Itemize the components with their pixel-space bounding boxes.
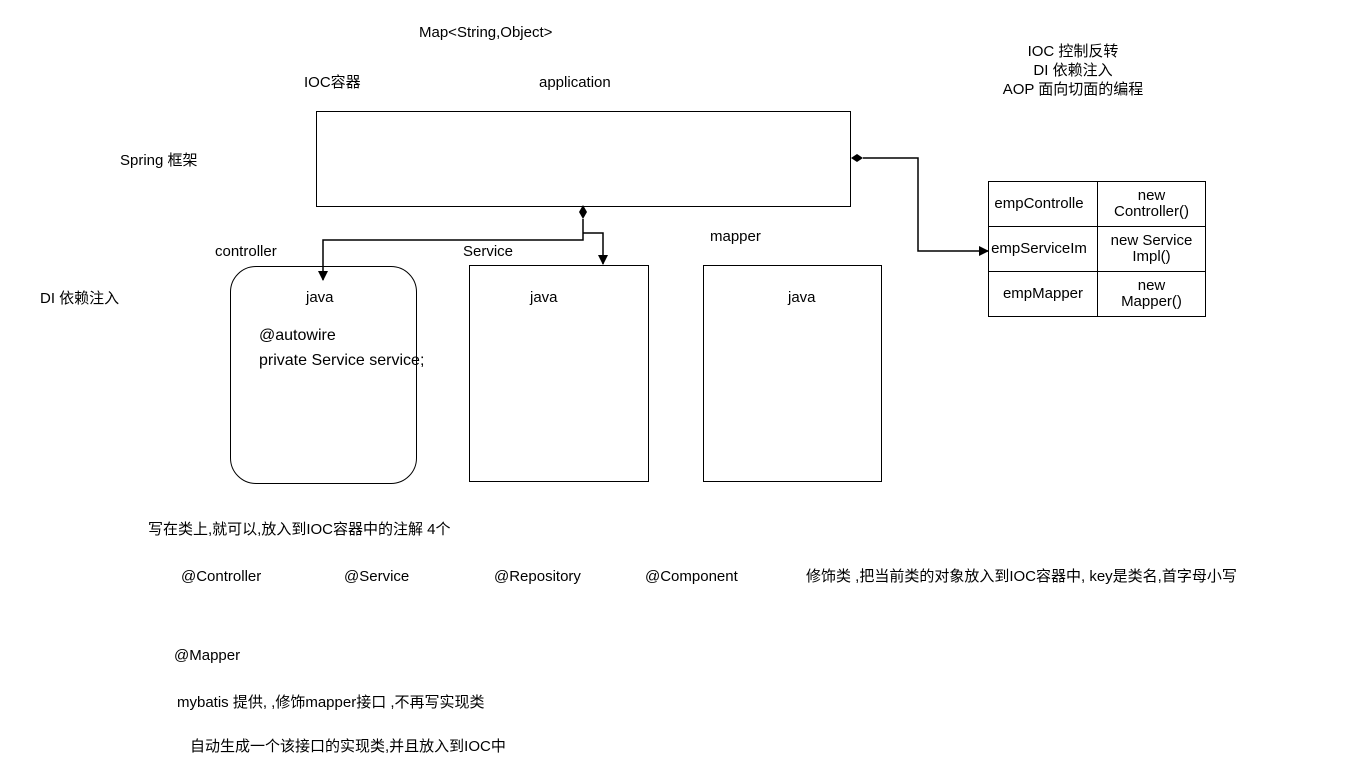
diamond-right <box>851 154 863 162</box>
mapper-description-2: 自动生成一个该接口的实现类,并且放入到IOC中 <box>190 738 506 755</box>
application-label: application <box>539 74 611 91</box>
table-key-cell: empServiceIm <box>988 226 1098 272</box>
annotations-intro: 写在类上,就可以,放入到IOC容器中的注解 4个 <box>148 521 451 538</box>
connector-to-table <box>863 157 989 256</box>
mapper-lang: java <box>788 289 816 306</box>
mapper-title: mapper <box>710 228 761 245</box>
controller-code-field: private Service service; <box>259 352 425 369</box>
table-key-cell: empMapper <box>988 271 1098 317</box>
mapper-box: java <box>703 265 882 482</box>
di-label: DI 依赖注入 <box>40 290 120 307</box>
controller-box: java @autowire private Service service; <box>230 266 424 484</box>
map-type-label: Map<String,Object> <box>419 24 553 41</box>
concepts-list: IOC 控制反转 DI 依赖注入 AOP 面向切面的编程 <box>973 42 1173 99</box>
annotation-controller: @Controller <box>181 568 262 585</box>
concept-ioc: IOC 控制反转 <box>1027 43 1119 60</box>
service-box: java <box>469 265 649 482</box>
annotation-service: @Service <box>344 568 410 585</box>
controller-title: controller <box>215 243 277 260</box>
ioc-container-label: IOC容器 <box>304 74 361 91</box>
mapper-annotation: @Mapper <box>174 647 241 664</box>
service-lang: java <box>530 289 558 306</box>
application-container-box <box>316 111 851 207</box>
diamond-bottom <box>579 205 587 219</box>
connector-to-service <box>583 232 608 265</box>
annotation-repository: @Repository <box>494 568 581 585</box>
concept-di: DI 依赖注入 <box>1033 62 1113 79</box>
concept-aop: AOP 面向切面的编程 <box>1002 81 1144 98</box>
controller-lang: java <box>306 289 334 306</box>
connector-to-controller <box>318 219 584 281</box>
controller-code-annotation: @autowire <box>259 327 336 344</box>
mapper-description-1: mybatis 提供, ,修饰mapper接口 ,不再写实现类 <box>177 694 485 711</box>
annotations-description: 修饰类 ,把当前类的对象放入到IOC容器中, key是类名,首字母小写 <box>806 568 1237 585</box>
service-title: Service <box>463 243 514 260</box>
spring-framework-label: Spring 框架 <box>120 152 198 169</box>
annotation-component: @Component <box>645 568 738 585</box>
